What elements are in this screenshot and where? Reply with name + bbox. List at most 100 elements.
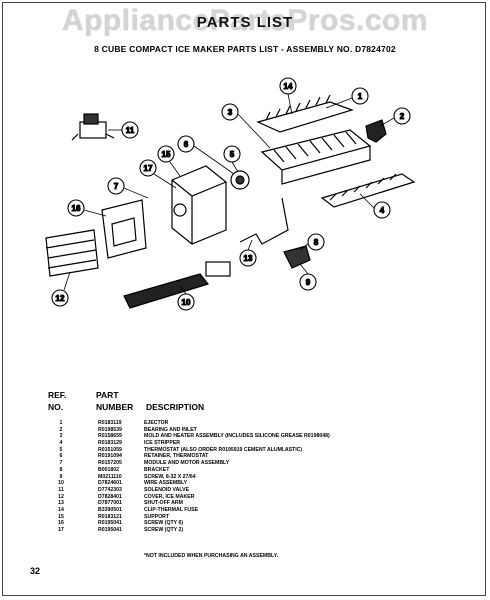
part-description: THERMOSTAT (ALSO ORDER R0195919 CEMENT A… <box>144 446 303 453</box>
wire-assembly-illustration <box>123 261 231 309</box>
callout-17: 17 <box>144 164 153 173</box>
ejector-illustration <box>256 94 354 133</box>
part-description: SCREW (QTY 2) <box>144 527 184 533</box>
ref-number: 17 <box>58 527 64 533</box>
callout-1: 1 <box>358 92 363 101</box>
callout-5: 5 <box>230 150 235 159</box>
ref-number: 1 <box>59 420 63 426</box>
part-description: SCREW, 8-32 X 27/64 <box>144 473 196 480</box>
callout-7: 7 <box>114 182 119 191</box>
callout-16: 16 <box>72 204 81 213</box>
part-number: R0183129 <box>98 440 122 447</box>
ref-number: 5 <box>59 446 63 453</box>
table-row: 6 R0191094 RETAINER, THERMOSTAT <box>40 453 460 460</box>
table-row: 8 B001802 BRACKET <box>40 467 460 474</box>
callout-9: 9 <box>306 278 311 287</box>
part-description: BRACKET <box>144 466 170 473</box>
watermark: AppliancePartsPros.com <box>61 4 429 37</box>
part-description: BEARING AND INLET <box>144 426 197 433</box>
ref-number: 11 <box>58 486 64 493</box>
part-number: D7877001 <box>98 500 122 507</box>
ref-number: 3 <box>59 433 63 440</box>
table-row: 14 B3390501 CLIP-THERMAL FUSE <box>40 507 460 514</box>
part-number: B3390501 <box>98 506 122 513</box>
callout-11: 11 <box>126 126 135 135</box>
table-row: 4 R0183129 ICE STRIPPER <box>40 440 460 447</box>
parts-table: 1 R0183119 EJECTOR 2 R0198539 BEARING AND IN… <box>40 420 460 534</box>
ref-number: 10 <box>58 480 64 487</box>
ref-number: 14 <box>58 506 64 513</box>
page-subtitle: 8 CUBE COMPACT ICE MAKER PARTS LIST - AS… <box>94 44 396 54</box>
part-number: R0183119 <box>98 420 122 426</box>
callouts: 1 2 3 4 5 6 7 8 9 10 11 12 13 14 15 16 1… <box>51 77 411 311</box>
table-row: 1 R0183119 EJECTOR <box>40 420 460 427</box>
ref-number: 16 <box>58 520 64 527</box>
part-description: EJECTOR <box>144 420 169 426</box>
part-description: RETAINER, THERMOSTAT <box>144 453 209 460</box>
callout-14: 14 <box>284 82 293 91</box>
part-number: R0195041 <box>98 527 122 533</box>
table-row: 11 D7742303 SOLENOID VALVE <box>40 487 460 494</box>
column-header-part-number: NUMBER <box>96 402 134 412</box>
table-row: 10 D7824601 WIRE ASSEMBLY <box>40 480 460 487</box>
part-description: ICE STRIPPER <box>144 440 181 447</box>
column-header-ref-no: NO. <box>48 402 64 412</box>
footnote: *NOT INCLUDED WHEN PURCHASING AN ASSEMBL… <box>144 553 279 559</box>
column-header-ref: REF. <box>48 390 67 400</box>
part-number: R0157205 <box>98 460 122 467</box>
exploded-parts-diagram: 1 2 3 4 5 6 7 8 9 10 11 12 13 14 15 16 1… <box>45 77 416 311</box>
callout-2: 2 <box>400 112 405 121</box>
part-number: R0191094 <box>98 453 122 460</box>
callout-15: 15 <box>162 150 171 159</box>
table-row: 17 R0195041 SCREW (QTY 2) <box>40 527 460 534</box>
callout-8: 8 <box>314 238 319 247</box>
column-header-part: PART <box>96 390 119 400</box>
callout-4: 4 <box>380 206 385 215</box>
solenoid-valve-illustration <box>71 113 115 141</box>
part-description: MOLD AND HEATER ASSEMBLY (INCLUDES SILIC… <box>144 433 330 440</box>
ice-stripper-illustration <box>320 173 416 208</box>
bearing-inlet-illustration <box>365 119 387 143</box>
part-number: D7828401 <box>98 493 122 500</box>
ref-number: 4 <box>59 440 63 447</box>
part-number: R0195041 <box>98 520 122 527</box>
part-description: SUPPORT <box>144 513 170 520</box>
ref-number: 8 <box>59 466 63 473</box>
callout-3: 3 <box>228 108 233 117</box>
part-number: D7742303 <box>98 486 122 493</box>
part-number: R0158659 <box>98 433 122 440</box>
parts-page <box>2 2 486 596</box>
part-description: SCREW (QTY 6) <box>144 520 184 527</box>
table-row: 2 R0198539 BEARING AND INLET <box>40 427 460 434</box>
part-description: WIRE ASSEMBLY <box>144 480 188 487</box>
callout-10: 10 <box>182 298 191 307</box>
part-description: SOLENOID VALVE <box>144 486 190 493</box>
ref-number: 2 <box>59 426 63 433</box>
callout-12: 12 <box>56 294 65 303</box>
ref-number: 13 <box>58 500 64 507</box>
part-number: B001802 <box>98 466 120 473</box>
part-description: COVER, ICE MAKER <box>144 493 195 500</box>
ref-number: 7 <box>59 460 63 467</box>
part-description: MODULE AND MOTOR ASSEMBLY <box>144 460 230 467</box>
part-description: CLIP-THERMAL FUSE <box>144 506 199 513</box>
part-description: SHUT-OFF ARM <box>144 500 183 507</box>
support-illustration <box>101 199 147 259</box>
ref-number: 6 <box>59 453 63 460</box>
table-row: 3 R0158659 MOLD AND HEATER ASSEMBLY (INCLU… <box>40 433 460 440</box>
page-heading: PARTS LIST <box>196 14 294 31</box>
ref-number: 12 <box>58 493 64 500</box>
part-number: D7824601 <box>98 480 122 487</box>
table-row: 16 R0195041 SCREW (QTY 6) <box>40 520 460 527</box>
ref-number: 15 <box>58 513 64 520</box>
module-motor-illustration <box>171 165 227 245</box>
callout-13: 13 <box>244 254 253 263</box>
callout-6: 6 <box>184 140 189 149</box>
part-number: M0211110 <box>98 473 122 480</box>
page-number: 32 <box>30 566 41 576</box>
mold-heater-illustration <box>260 129 372 185</box>
part-number: R0198539 <box>98 426 122 433</box>
